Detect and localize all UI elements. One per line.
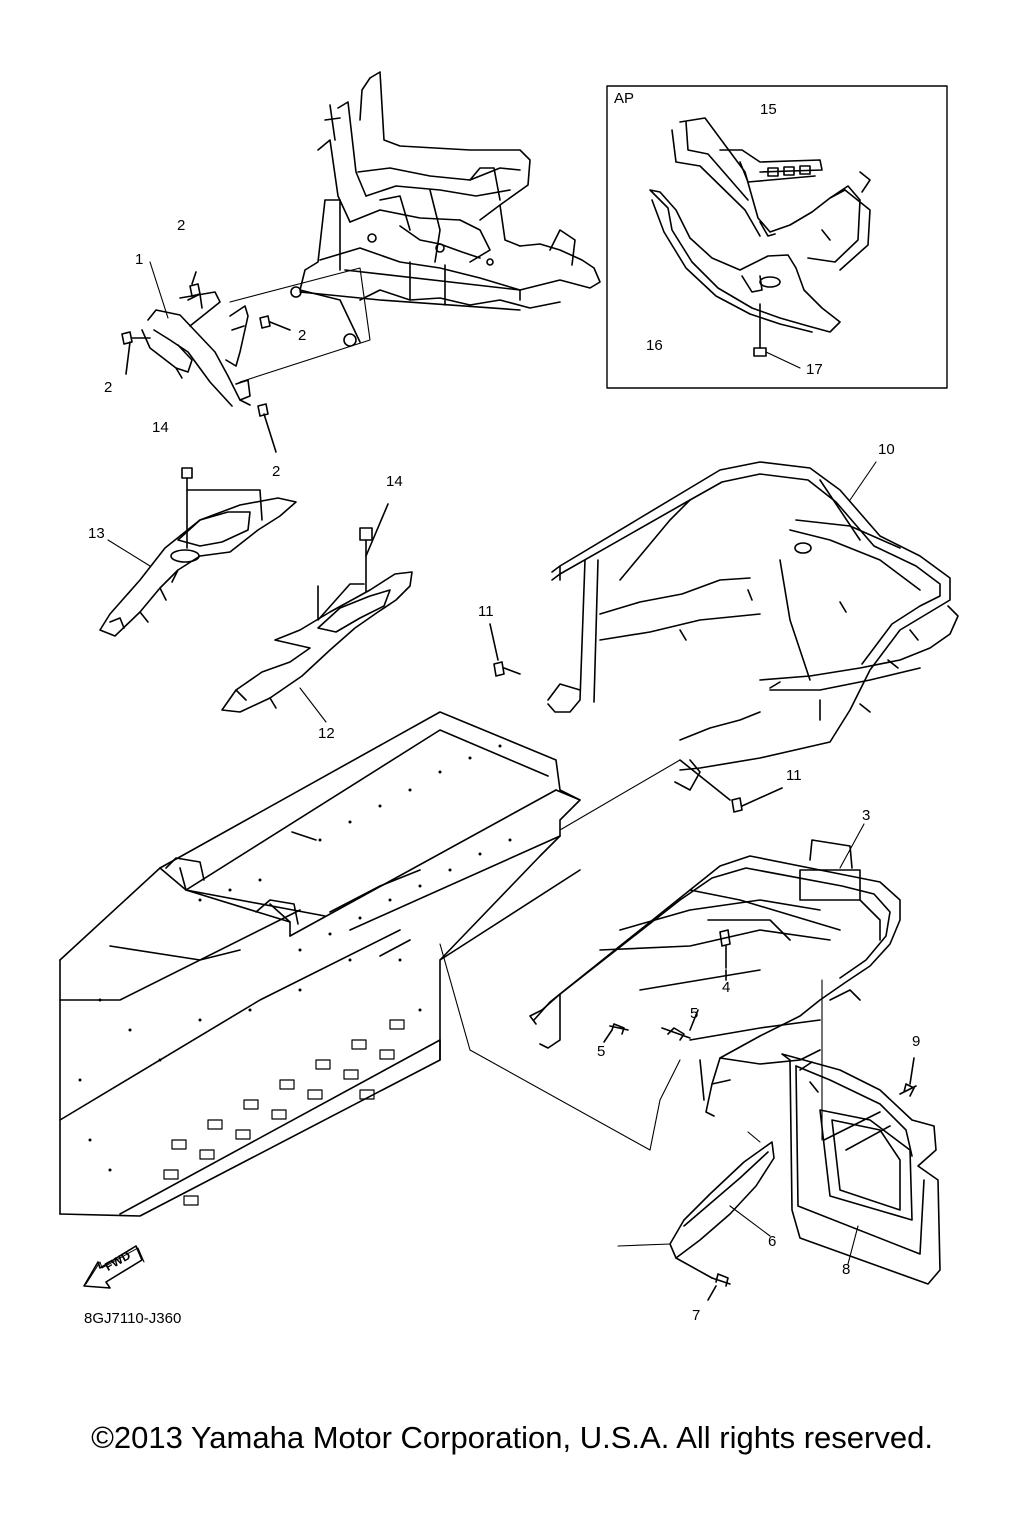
callout-1: 1: [135, 251, 144, 268]
leader-8: [847, 1225, 859, 1265]
leader-10: [849, 461, 877, 501]
callout-13: 13: [88, 525, 105, 542]
inset-label: AP: [614, 90, 635, 107]
callout-11: 11: [478, 603, 494, 620]
part-5-fastener-a: [603, 1023, 629, 1043]
diagram-code: 8GJ7110-J360: [84, 1310, 182, 1327]
leader-12: [299, 687, 327, 723]
leader-3: [839, 823, 865, 869]
part-17-bolt: [753, 303, 801, 369]
part-5-fastener-b: [661, 1009, 699, 1041]
leader-6: [729, 1205, 771, 1237]
part-16-skid: [649, 189, 841, 333]
callout-2: 2: [272, 463, 281, 480]
chassis-tunnel: [59, 711, 581, 1217]
callout-11: 11: [786, 767, 802, 784]
copyright-notice: ©2013 Yamaha Motor Corporation, U.S.A. A…: [91, 1420, 933, 1455]
callout-2: 2: [104, 379, 113, 396]
chassis-rivets: [78, 744, 512, 1172]
callout-16: 16: [646, 337, 663, 354]
inset-box: [606, 85, 948, 389]
callout-4: 4: [722, 979, 731, 996]
leader-frame-part1: [229, 267, 371, 383]
part-11-bolt-a: [489, 623, 521, 677]
leader-13: [107, 539, 151, 567]
callout-2: 2: [298, 327, 307, 344]
tunnel-vents: [163, 1019, 405, 1206]
callout-14: 14: [386, 473, 403, 490]
part-8-mudflap: [781, 1053, 941, 1285]
callout-8: 8: [842, 1261, 851, 1278]
leader-1: [149, 261, 169, 319]
part-14-bolt-b: [317, 503, 389, 621]
part-2-bolts: [121, 271, 291, 453]
part-3-rear-rack: [529, 839, 901, 1117]
callout-2: 2: [177, 217, 186, 234]
callout-17: 17: [806, 361, 823, 378]
part-14-bolt-a: [181, 467, 263, 549]
callout-5: 5: [597, 1043, 606, 1060]
callout-7: 7: [692, 1307, 701, 1324]
part-15-bumper: [671, 117, 871, 271]
callout-6: 6: [768, 1233, 777, 1250]
part-9-fastener: [899, 1057, 917, 1097]
part-13-panel: [99, 497, 297, 637]
callout-5: 5: [690, 1005, 699, 1022]
callout-15: 15: [760, 101, 777, 118]
callout-10: 10: [878, 441, 895, 458]
callout-3: 3: [862, 807, 871, 824]
fwd-arrow-icon: [83, 1245, 145, 1289]
part-7-fastener: [675, 1257, 731, 1301]
leader-6-box: [617, 1131, 761, 1247]
callout-14: 14: [152, 419, 169, 436]
leader-frame-rack: [559, 759, 681, 831]
main-frame: [290, 71, 601, 347]
part-4-bolt: [719, 929, 731, 981]
part-10-rack: [547, 461, 959, 791]
callout-12: 12: [318, 725, 335, 742]
part-6-flap: [669, 1141, 775, 1259]
callout-9: 9: [912, 1033, 921, 1050]
leader-chassis-rack: [439, 943, 681, 1151]
part-1-guard: [141, 291, 251, 407]
part-11-bolt-b: [679, 759, 783, 813]
part-12-panel: [221, 571, 413, 713]
